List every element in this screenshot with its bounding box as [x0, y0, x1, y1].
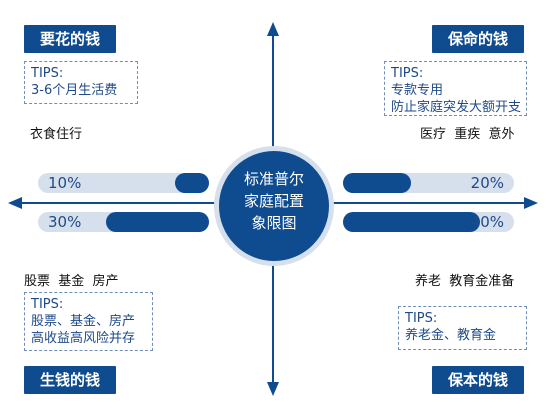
tips-line: TIPS: [391, 66, 424, 81]
preservation-money-bar: 40% [343, 212, 514, 232]
protection-money-title: 保命的钱 [447, 30, 508, 48]
protection-money-header: 保命的钱 [432, 25, 524, 53]
preservation-money-title: 保本的钱 [447, 371, 508, 389]
preservation-money-tips: TIPS: 养老金、教育金 [398, 306, 527, 350]
tips-line: TIPS: [31, 66, 64, 81]
center-title-circle: 标准普尔 家庭配置 象限图 [214, 146, 334, 266]
spending-money-percent: 10% [48, 174, 82, 192]
tips-line: 高收益高风险并存 [31, 331, 136, 346]
protection-money-bar-fill [343, 173, 411, 193]
protection-money-percent: 20% [470, 174, 504, 192]
down-arrow-icon [267, 382, 279, 396]
left-arrow-icon [8, 197, 22, 209]
spending-money-bar: 10% [38, 173, 209, 193]
spending-money-label: 衣食住行 [30, 127, 83, 142]
preservation-money-percent: 40% [470, 213, 504, 231]
growth-money-bar-fill [106, 212, 209, 232]
spending-money-header: 要花的钱 [24, 25, 116, 53]
tips-line: 3-6个月生活费 [31, 83, 118, 98]
protection-money-tips: TIPS: 专款专用 防止家庭突发大额开支 [384, 61, 527, 116]
spending-money-title: 要花的钱 [39, 30, 100, 48]
spending-money-tips: TIPS: 3-6个月生活费 [24, 61, 138, 104]
right-arrow-icon [524, 197, 538, 209]
tips-line: 专款专用 [391, 83, 444, 98]
growth-money-percent: 30% [48, 213, 82, 231]
tips-line: 防止家庭突发大额开支 [391, 100, 522, 115]
preservation-money-header: 保本的钱 [432, 366, 524, 394]
protection-money-label: 医疗 重疾 意外 [420, 127, 515, 142]
center-title-line: 标准普尔 [243, 170, 304, 188]
growth-money-tips: TIPS: 股票、基金、房产 高收益高风险并存 [24, 292, 153, 351]
growth-money-bar: 30% [38, 212, 209, 232]
tips-line: TIPS: [31, 297, 64, 312]
tips-line: 养老金、教育金 [405, 328, 497, 343]
preservation-money-bar-fill [343, 212, 480, 232]
center-title-line: 家庭配置 [243, 192, 304, 210]
growth-money-header: 生钱的钱 [24, 366, 116, 394]
tips-line: 股票、基金、房产 [31, 314, 136, 329]
protection-money-bar: 20% [343, 173, 514, 193]
preservation-money-label: 养老 教育金准备 [415, 274, 515, 289]
tips-line: TIPS: [405, 311, 438, 326]
growth-money-label: 股票 基金 房产 [24, 274, 119, 289]
spending-money-bar-fill [175, 173, 209, 193]
center-title-line: 象限图 [251, 214, 297, 232]
growth-money-title: 生钱的钱 [39, 371, 100, 389]
up-arrow-icon [267, 22, 279, 36]
